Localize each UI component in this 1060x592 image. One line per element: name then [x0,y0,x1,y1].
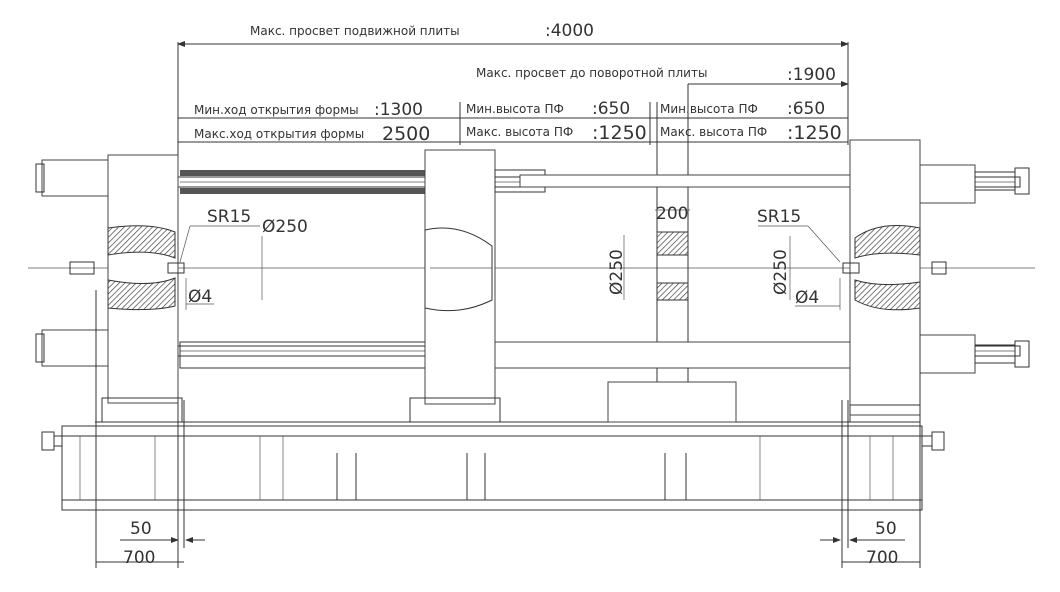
bottom-right-large: 700 [866,548,898,568]
dim-max-opening-moving-label: Макс. просвет подвижной плиты [250,24,460,38]
dim-min-height-1-label: Мин.высота ПФ [466,102,564,116]
dim-max-height-2-label: Макс. высота ПФ [660,125,767,139]
dim-max-stroke-label: Макс.ход открытия формы [194,127,364,141]
dim-min-height-2-value: :650 [787,99,825,119]
dim-max-stroke-value: 2500 [382,123,430,145]
machine-body [28,139,1035,511]
callout-d4-left: Ø4 [188,287,212,307]
dim-min-height-2-label: Мин.высота ПФ [660,102,758,116]
callout-d4-right: Ø4 [795,288,819,308]
dim-min-stroke-label: Мин.ход открытия формы [194,103,359,117]
bottom-right-small: 50 [875,519,897,539]
dim-max-height-2-value: :1250 [787,122,842,144]
dim-max-opening-moving-value: :4000 [545,21,594,41]
bottom-left-small: 50 [130,519,152,539]
callout-lines [179,209,841,310]
callout-dia-right: Ø250 [771,249,791,295]
bottom-left-large: 700 [123,548,155,568]
dimension-lines [177,41,849,385]
dim-max-height-1-value: :1250 [592,122,647,144]
heating-bars-top [180,170,425,194]
callout-sr-right: SR15 [757,207,801,227]
dim-max-opening-rotary-label: Макс. просвет до поворотной плиты [476,66,707,80]
callout-width-center: 200 [656,204,688,224]
dim-min-height-1-value: :650 [592,99,630,119]
callout-sr-left: SR15 [207,207,251,227]
dim-max-height-1-label: Макс. высота ПФ [466,125,573,139]
callout-dia-left: Ø250 [262,217,308,237]
callout-dia-center: Ø250 [607,249,627,295]
bottom-dimensions [95,290,921,568]
dim-max-opening-rotary-value: :1900 [787,65,836,85]
dim-min-stroke-value: :1300 [374,100,423,120]
